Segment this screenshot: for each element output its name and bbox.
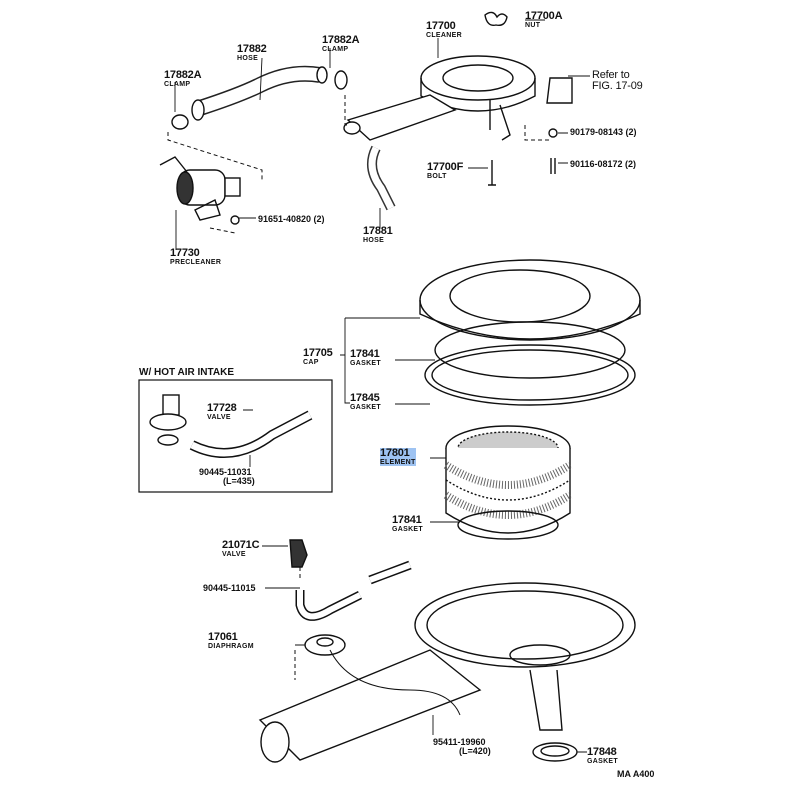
- valve-21071c-drawing: [289, 539, 308, 568]
- label-hose-90445-11031: 90445-11031(L=435): [199, 467, 255, 486]
- label-90116-08172: 90116-08172 (2): [570, 159, 637, 169]
- valve-17728-drawing: [149, 394, 187, 446]
- clamp-left-drawing: [171, 114, 189, 130]
- hose-17882-drawing: [191, 65, 328, 121]
- bolt-17700f-drawing: [488, 160, 496, 186]
- leader-lines: [174, 19, 590, 753]
- label-91651-40820: 91651-40820 (2): [258, 214, 325, 224]
- air-cleaner-assembly-drawing: [343, 55, 536, 211]
- gasket-17841-drawing: [434, 321, 626, 379]
- precleaner-drawing: [159, 156, 241, 221]
- cleaner-case-drawing: [258, 582, 636, 763]
- gasket-17845-drawing: [424, 344, 636, 406]
- hot-air-intake-title: W/ HOT AIR INTAKE: [139, 367, 234, 378]
- label-hose-95411-19960: 95411-19960(L=420): [433, 737, 491, 756]
- diaphragm-17061-drawing: [304, 634, 346, 656]
- bolt-91651-drawing: [230, 215, 240, 225]
- gasket-17841-bottom-drawing: [457, 510, 559, 540]
- stud-90116-drawing: [550, 158, 556, 174]
- label-90179-08143: 90179-08143 (2): [570, 127, 637, 137]
- element-17801-drawing: [443, 425, 573, 534]
- nut-90179-drawing: [548, 128, 558, 138]
- label-90445-11015: 90445-11015: [203, 583, 256, 593]
- hot-air-intake-box: [138, 379, 333, 493]
- nut-17700a-drawing: [484, 11, 508, 27]
- cap-17705-drawing: [419, 259, 641, 341]
- clamp-right-drawing: [334, 70, 348, 90]
- figure-code: MA A400: [617, 769, 655, 779]
- bracket-drawing: [546, 77, 573, 104]
